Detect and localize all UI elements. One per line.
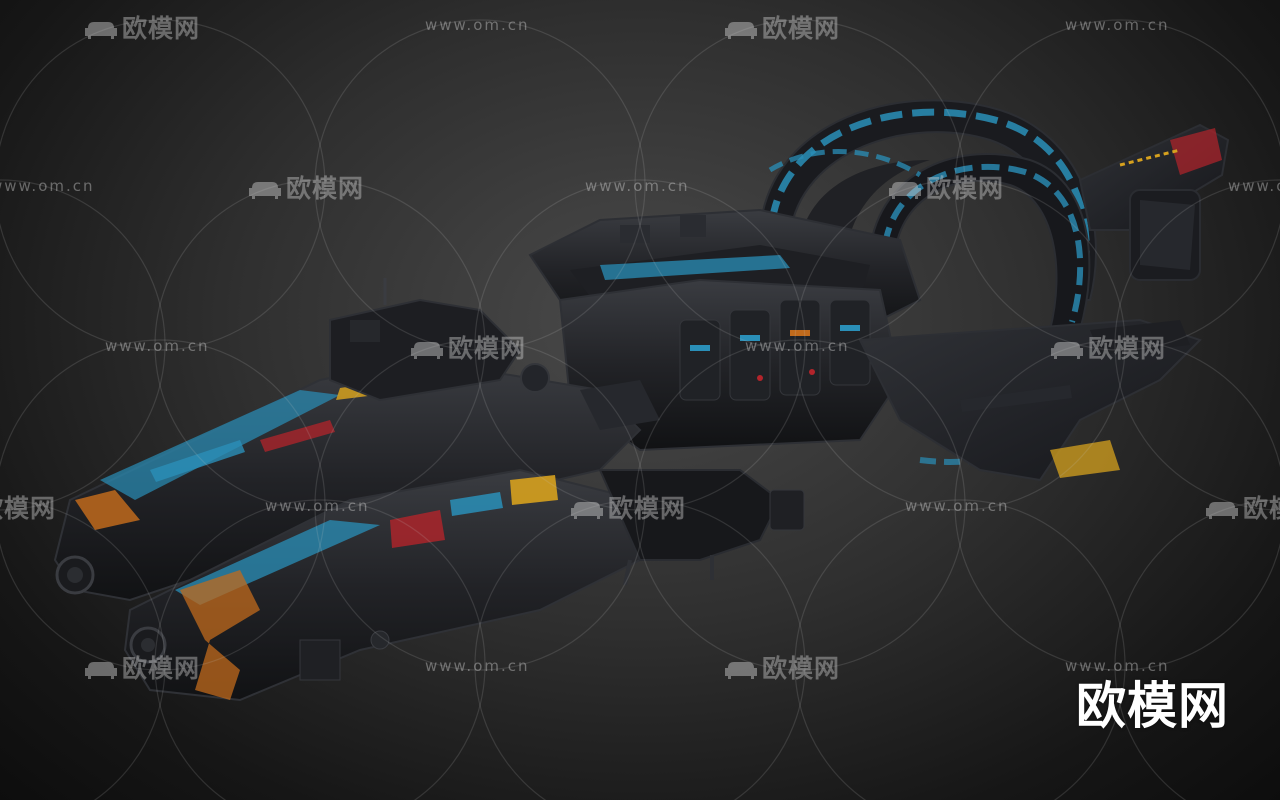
- rear-engine-pod: [1078, 123, 1230, 281]
- corner-brand-watermark: 欧模网: [1076, 677, 1229, 735]
- superstructure: [329, 278, 660, 430]
- forward-hull-upper: [53, 358, 642, 602]
- right-wing: [858, 318, 1202, 482]
- lower-keel: [598, 469, 805, 586]
- forward-hull-lower: [123, 468, 641, 702]
